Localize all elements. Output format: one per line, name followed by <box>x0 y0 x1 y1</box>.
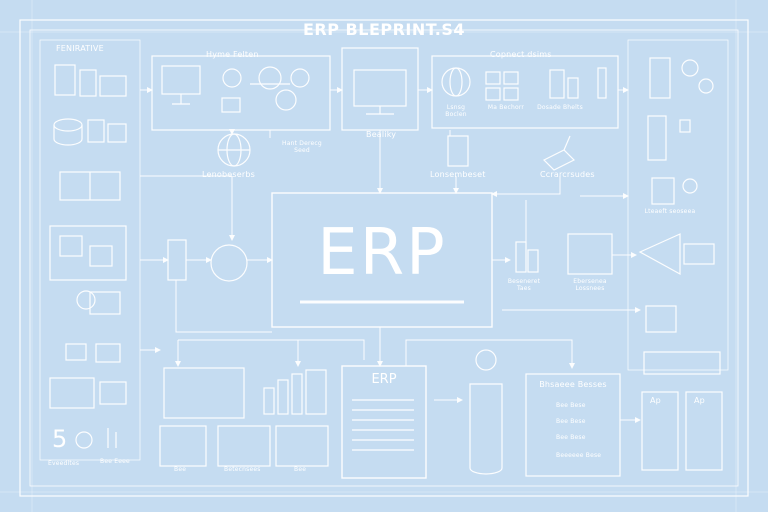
screen-box <box>341 47 419 131</box>
top-left-group-box <box>151 55 331 131</box>
outer-frame <box>19 19 749 497</box>
list-panel <box>525 373 621 477</box>
label-bottom-left2: Bee Eeee <box>100 458 130 465</box>
card1-title: Ap <box>650 396 661 405</box>
numeral-five: 5 <box>52 425 68 453</box>
label-top-left-group: Hyme Felten <box>206 50 259 59</box>
label-screen: Bealiky <box>366 130 397 139</box>
label-c1: Lsnsg Boclen <box>445 104 467 118</box>
label-b3: Bee <box>294 466 307 473</box>
label-center-mid: Lonsembeset <box>430 170 486 179</box>
list-item: Bee Bese <box>556 418 586 425</box>
label-right-small: Lteaeft seoseea <box>644 208 696 215</box>
card2-title: Ap <box>694 396 705 405</box>
label-top-right-group: Copnect dsims <box>490 50 552 59</box>
label-c2: Ma Bechorr <box>487 104 525 111</box>
left-panel <box>39 39 141 461</box>
erp-document <box>341 365 427 479</box>
label-right-stack2: Ebersenea Lossnees <box>573 278 607 292</box>
list-item: Bee Bese <box>556 402 586 409</box>
erp-central-label: ERP <box>317 216 447 290</box>
label-mid-small: Hant Derecg Seed <box>282 140 322 154</box>
inner-frame <box>29 29 739 487</box>
right-panel <box>627 39 729 371</box>
list-item: Beeeeee Bese <box>556 452 602 459</box>
label-left-mid: Lenobeserbs <box>202 170 256 179</box>
label-b1: Bee <box>174 466 187 473</box>
label-top-left: FENIRATIVE <box>56 44 104 53</box>
database-cylinder <box>469 383 503 475</box>
label-right-mid: Ccrarcrsudes <box>540 170 595 179</box>
dollar-icon <box>210 244 248 282</box>
label-bottom-left1: Eveedltes <box>48 460 80 467</box>
list-item: Bee Bese <box>556 434 586 441</box>
label-right-stack: Beseneret Taes <box>507 278 541 292</box>
page-title: ERP BLEPRINT.S4 <box>303 20 465 39</box>
erp-document-label: ERP <box>371 372 397 387</box>
list-title: Bhsaeee Besses <box>539 380 607 389</box>
label-c3: Dosade Bhelts <box>537 104 583 111</box>
label-b2: Betecnsees <box>224 466 261 473</box>
